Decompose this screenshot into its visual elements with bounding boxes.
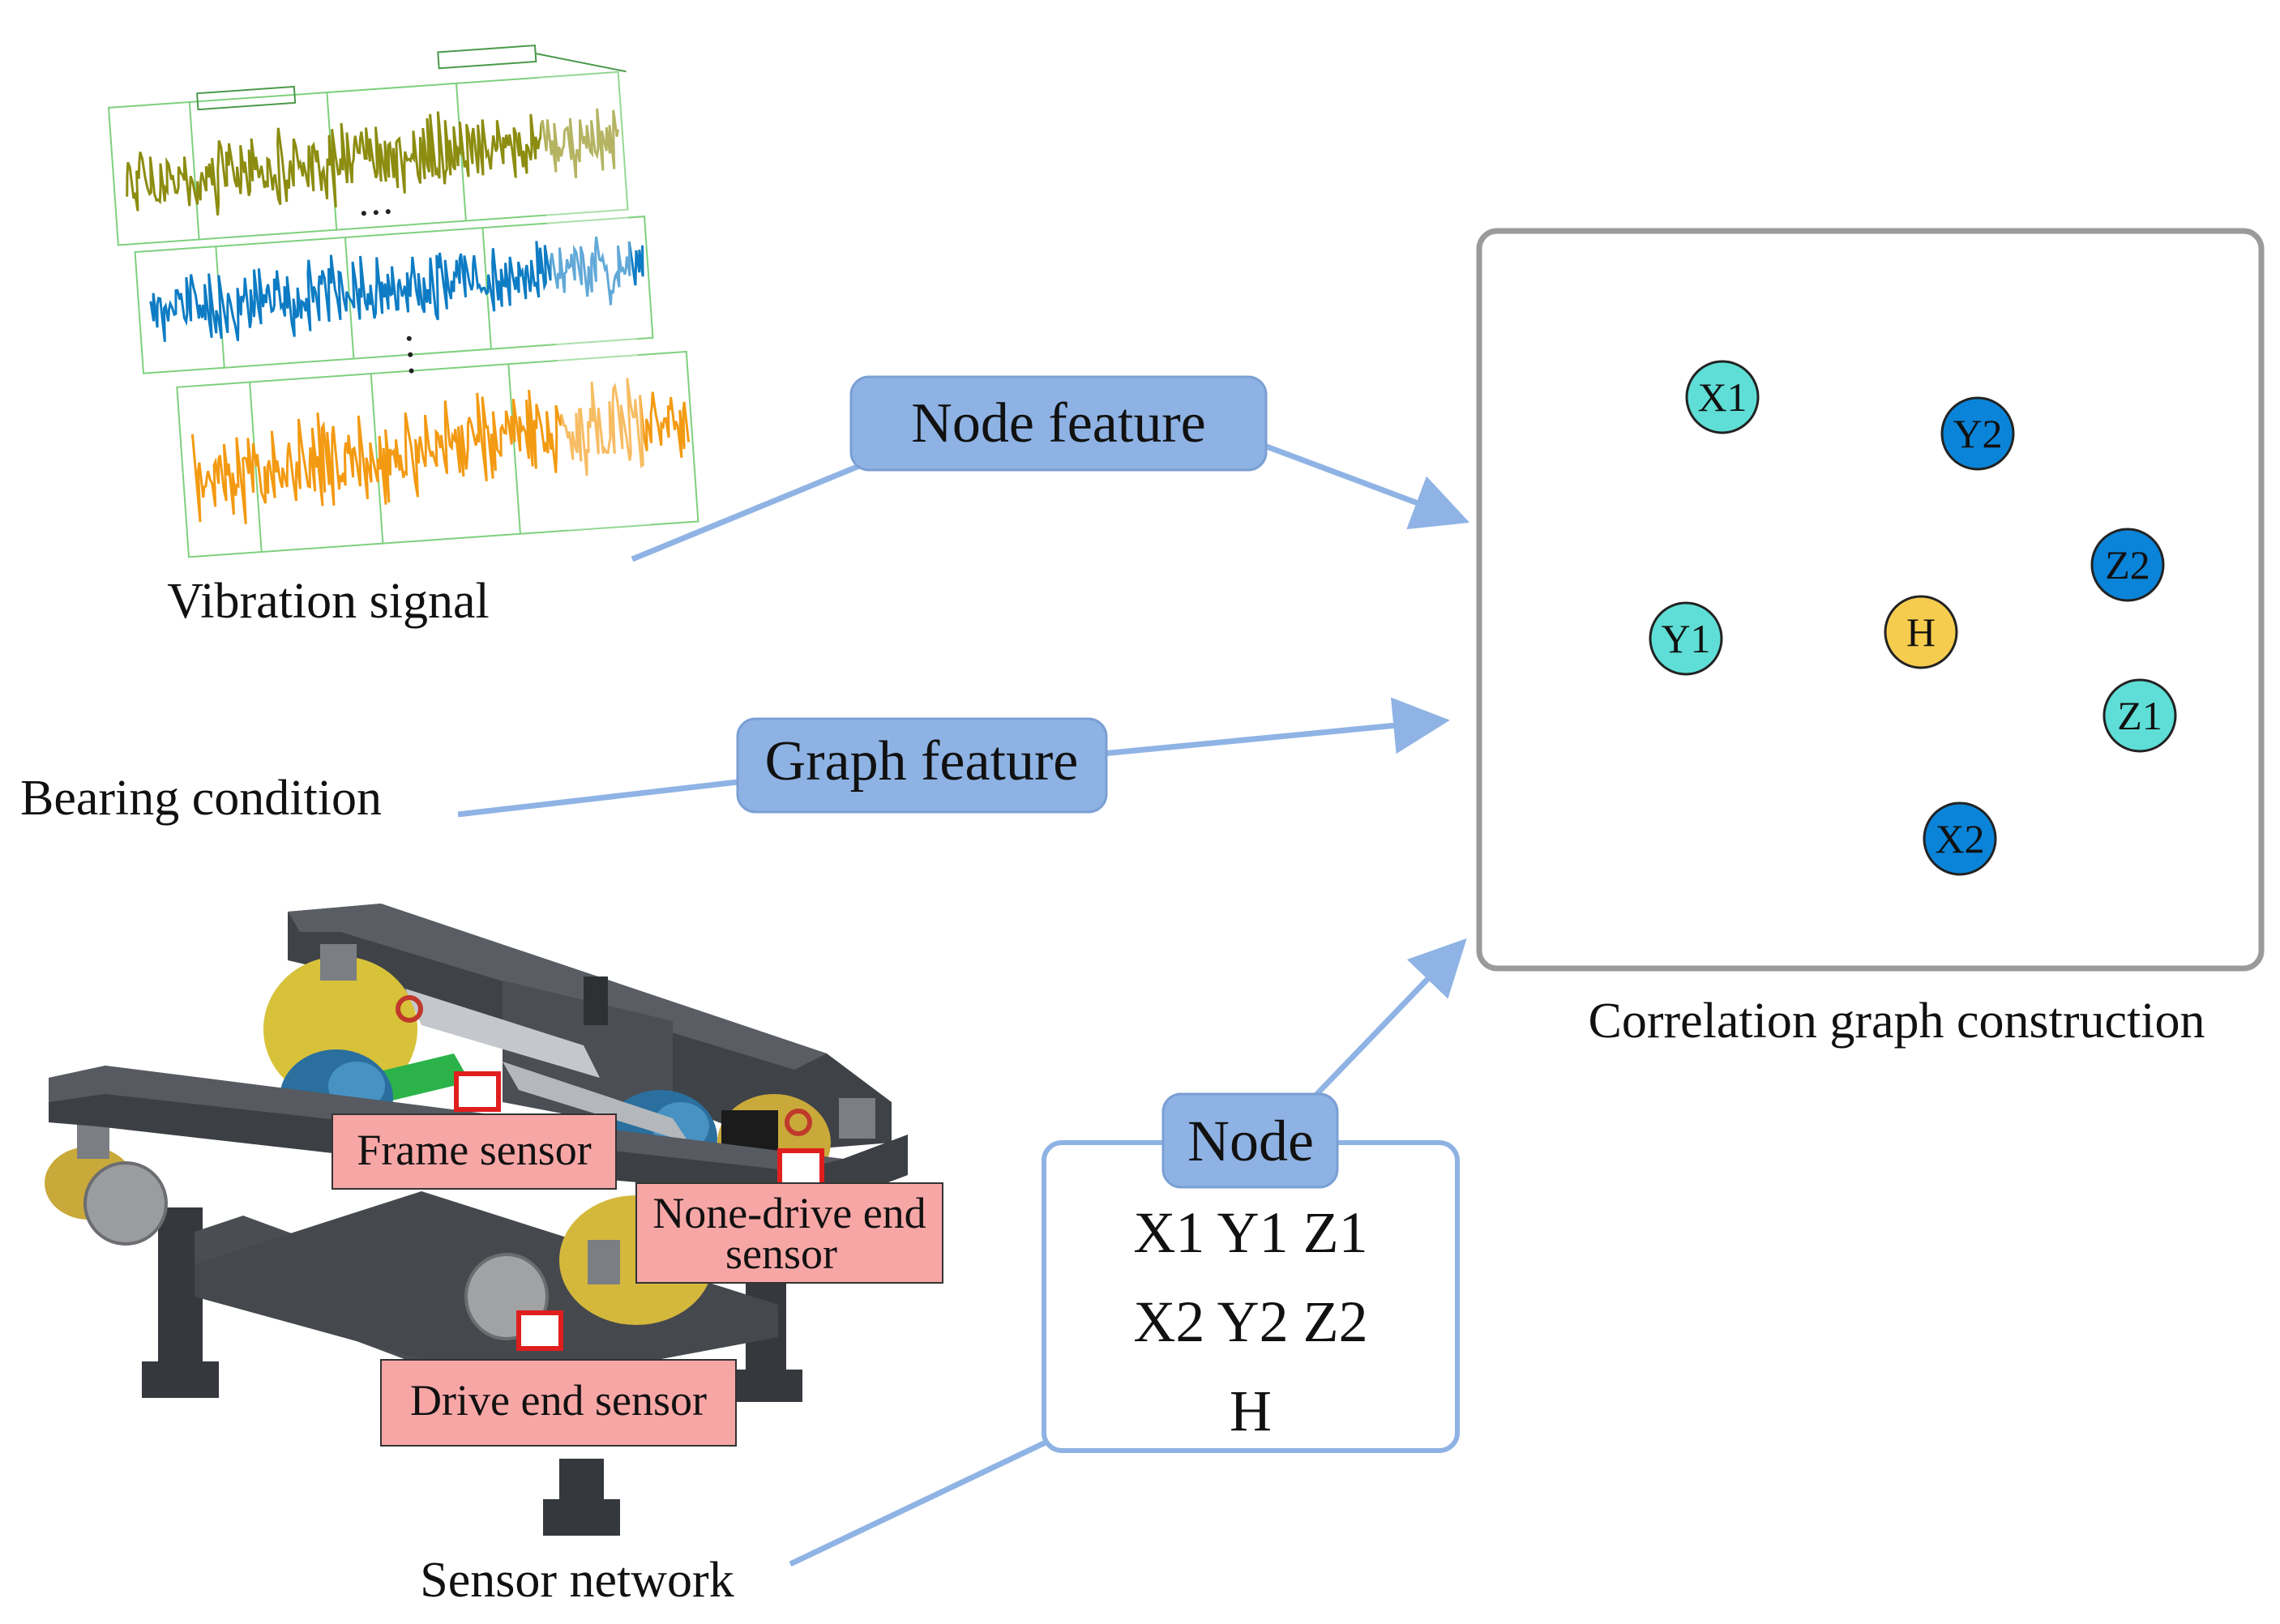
sensor-network-label: Sensor network — [420, 1553, 734, 1608]
connector-lines — [457, 442, 1470, 1567]
frame-sensor-tag: Frame sensor — [332, 1113, 617, 1190]
graph-node-circle — [1685, 360, 1760, 434]
graph-node-circle — [2102, 678, 2177, 753]
graph-node-y1: Y1 — [1649, 601, 1723, 676]
node-feature-label: Node feature — [911, 392, 1205, 455]
graph-node-circle — [1923, 801, 1997, 876]
node-row-3: H — [1230, 1378, 1272, 1443]
olive-signal-trace — [126, 108, 619, 216]
graph-node-label: Z2 — [2105, 542, 2150, 588]
graph-node-label: H — [1906, 609, 1936, 655]
none-drive-end-label-line1: None-drive end — [652, 1189, 926, 1237]
none-drive-end-label-line2: sensor — [725, 1229, 837, 1278]
orange-signal-trace — [190, 378, 691, 524]
graph-node-label: X2 — [1935, 816, 1984, 861]
node-row-1: X1 Y1 Z1 — [1133, 1200, 1367, 1265]
graph-node-circle — [2090, 528, 2165, 602]
graph-node-circle — [1649, 601, 1723, 676]
graph-feature-box: Graph feature — [736, 717, 1108, 814]
drive-end-sensor-label: Drive end sensor — [410, 1376, 707, 1425]
graph-node-label: X1 — [1697, 374, 1747, 420]
node-list-box: Node X1 Y1 Z1 X2 Y2 Z2 H — [1042, 1092, 1460, 1453]
none-drive-end-sensor-tag: None-drive end sensor — [635, 1182, 943, 1284]
graph-node-x1: X1 — [1685, 360, 1760, 434]
blue-signal-trace — [149, 236, 644, 343]
graph-node-h: H — [1884, 595, 1958, 669]
graph-node-z2: Z2 — [2090, 528, 2165, 602]
vibration-signal-label: Vibration signal — [167, 574, 490, 629]
ellipsis-dots — [361, 209, 414, 374]
node-row-2: X2 Y2 Z2 — [1133, 1289, 1367, 1354]
vibration-signal-illustration — [107, 44, 699, 558]
node-feature-box: Node feature — [849, 375, 1268, 472]
graph-node-label: Z1 — [2117, 693, 2162, 738]
graph-node-circle — [1940, 396, 2015, 471]
graph-node-y2: Y2 — [1940, 396, 2015, 471]
bearing-condition-label: Bearing condition — [20, 771, 382, 826]
correlation-graph-label: Correlation graph construction — [1588, 994, 2205, 1049]
drive-end-sensor-tag: Drive end sensor — [380, 1359, 737, 1447]
graph-node-z1: Z1 — [2102, 678, 2177, 753]
node-list-title: Node — [1187, 1109, 1314, 1173]
graph-node-x2: X2 — [1923, 801, 1997, 876]
graph-feature-label: Graph feature — [765, 730, 1079, 793]
graph-node-label: Y1 — [1661, 616, 1710, 661]
graph-node-label: Y2 — [1953, 411, 2002, 456]
graph-node-circle — [1884, 595, 1958, 669]
frame-sensor-label: Frame sensor — [357, 1126, 591, 1174]
